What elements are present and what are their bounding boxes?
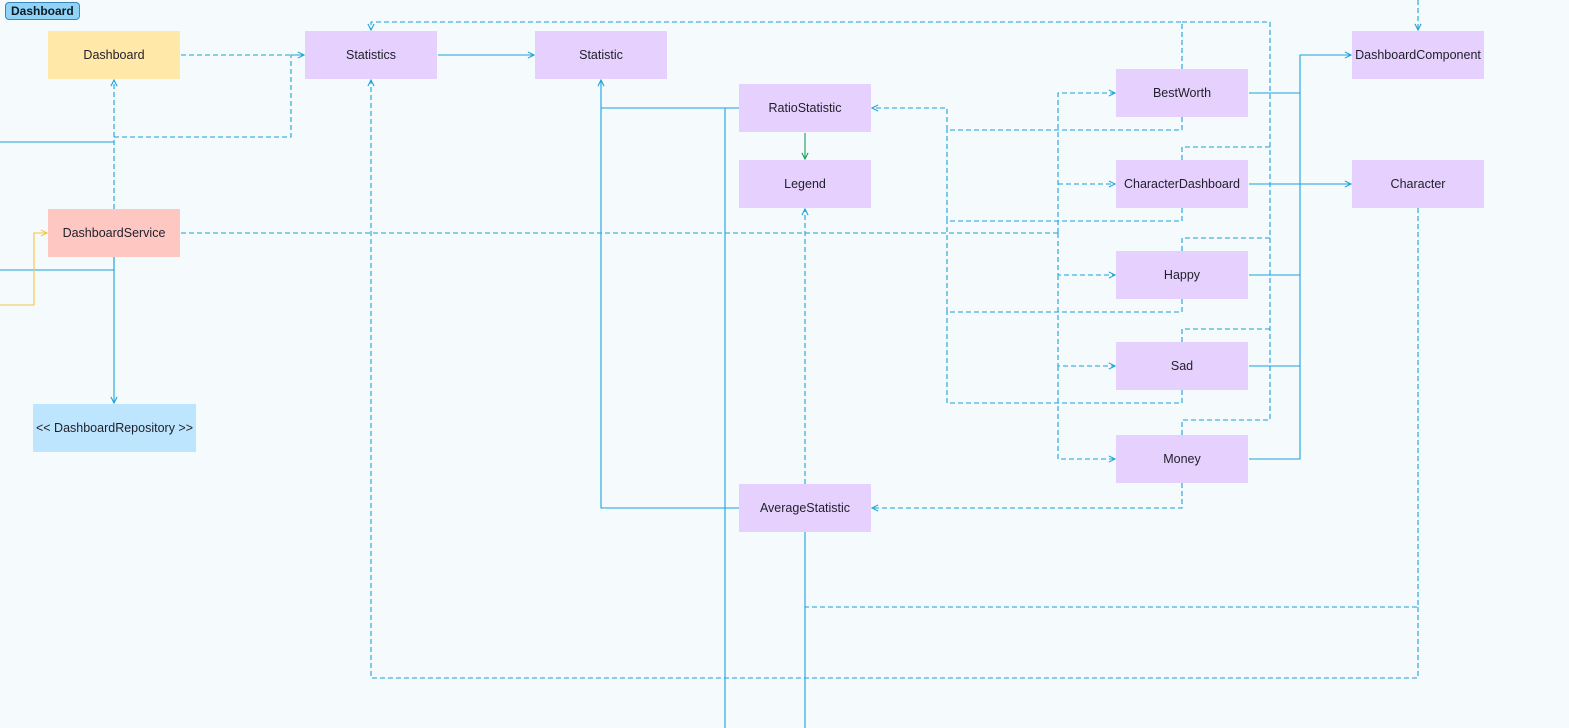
node-happy[interactable]: Happy <box>1116 251 1248 299</box>
edge-right-rail-sad[interactable] <box>1181 328 1270 342</box>
node-dashboard[interactable]: Dashboard <box>48 31 180 79</box>
node-statistics[interactable]: Statistics <box>305 31 437 79</box>
edge-service-left-line[interactable] <box>0 257 115 271</box>
edge-chardash-to-component[interactable] <box>1249 93 1301 185</box>
edge-money-to-component[interactable] <box>1249 366 1301 460</box>
edge-trunk-to-money[interactable] <box>1057 366 1115 459</box>
edge-character-to-average[interactable] <box>805 208 1419 608</box>
edge-right-rail-happy[interactable] <box>1181 237 1270 251</box>
node-average-statistic[interactable]: AverageStatistic <box>739 484 871 532</box>
node-money[interactable]: Money <box>1116 435 1248 483</box>
edge-character-to-statistics[interactable] <box>371 80 1419 679</box>
edge-bestworth-to-component[interactable] <box>1249 55 1351 94</box>
edge-happy-to-ratio[interactable] <box>946 221 1183 313</box>
edge-bestworth-up-to-statistics[interactable] <box>371 21 1183 69</box>
edge-trunk-to-bestworth[interactable] <box>1057 93 1115 233</box>
edge-ratio-down[interactable] <box>724 107 739 728</box>
node-statistic[interactable]: Statistic <box>535 31 667 79</box>
node-dashboard-service[interactable]: DashboardService <box>48 209 180 257</box>
node-dashboard-component[interactable]: DashboardComponent <box>1352 31 1484 79</box>
edge-trunk-to-sad[interactable] <box>1057 275 1115 366</box>
edge-money-to-average[interactable] <box>872 483 1183 508</box>
edge-happy-to-component[interactable] <box>1249 184 1301 276</box>
node-ratio-statistic[interactable]: RatioStatistic <box>739 84 871 132</box>
node-best-worth[interactable]: BestWorth <box>1116 69 1248 117</box>
node-legend[interactable]: Legend <box>739 160 871 208</box>
edge-right-rail-top[interactable] <box>1181 21 1271 435</box>
edge-chardash-to-ratio[interactable] <box>946 130 1183 222</box>
edge-sad-to-component[interactable] <box>1249 275 1301 367</box>
node-character[interactable]: Character <box>1352 160 1484 208</box>
edge-sad-to-ratio[interactable] <box>946 312 1183 404</box>
edge-trunk-to-happy[interactable] <box>1057 233 1115 275</box>
node-sad[interactable]: Sad <box>1116 342 1248 390</box>
edge-ratio-to-statistic[interactable] <box>601 80 739 109</box>
edge-injection-line[interactable] <box>0 233 47 306</box>
frame-label[interactable]: Dashboard <box>5 2 80 20</box>
edge-service-to-statistics-dashed[interactable] <box>114 54 304 138</box>
edge-right-rail-chardash[interactable] <box>1181 146 1270 160</box>
node-dashboard-repository[interactable]: << DashboardRepository >> <box>33 404 196 452</box>
edge-average-to-statistic[interactable] <box>600 108 739 509</box>
node-character-dashboard[interactable]: CharacterDashboard <box>1116 160 1248 208</box>
